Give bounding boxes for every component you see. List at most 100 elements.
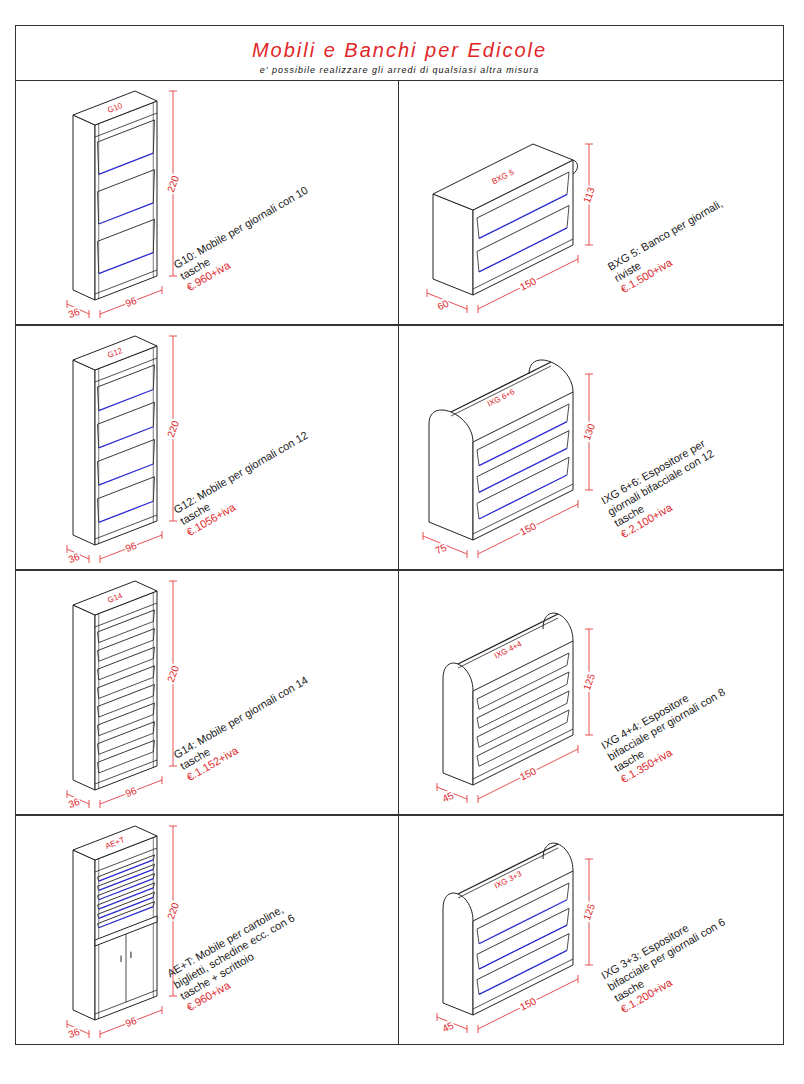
dimension-line: [589, 144, 590, 245]
pocket-back-line: [97, 855, 154, 877]
pocket-back-line: [477, 691, 569, 737]
width-dimension: 150: [517, 765, 539, 783]
dimension-line: [67, 794, 89, 804]
pocket-lip: [479, 194, 567, 238]
pocket-lip: [479, 475, 567, 519]
width-dimension: 96: [123, 540, 139, 555]
pocket-side: [153, 170, 154, 203]
depth-dimension: 75: [433, 541, 450, 557]
pocket-side: [153, 120, 154, 153]
door-handle: [121, 956, 122, 962]
pocket-side: [153, 892, 154, 897]
height-dimension: 125: [581, 671, 598, 692]
dimension-line: [100, 1010, 162, 1034]
pocket-side: [477, 699, 479, 709]
cabinet-plinth: [95, 515, 157, 539]
pocket-side: [567, 908, 569, 925]
pocket-side: [97, 669, 98, 680]
pocket-back-line: [477, 206, 569, 252]
dimension-tick: [100, 800, 101, 808]
description-block: G10: Mobile per giornali con 10 tasche€.…: [172, 174, 340, 294]
pocket-lip: [99, 696, 154, 717]
pocket-side: [153, 666, 154, 678]
product-description: G12: Mobile per giornali con 12 tasche: [172, 419, 334, 528]
pocket-back-line: [97, 402, 154, 424]
description-block: IXG 4+4: Espositore bifacciale per giorn…: [599, 671, 746, 786]
door-handle: [130, 952, 131, 958]
dimension-line: [478, 259, 578, 309]
depth-dimension: 36: [66, 796, 82, 811]
pocket-lip: [99, 677, 154, 698]
pocket-side: [567, 691, 569, 703]
model-code: IXG 6+6: [485, 387, 517, 409]
dimension-line: [437, 1017, 467, 1029]
depth-dimension: 45: [440, 789, 457, 805]
pocket-side: [97, 688, 98, 699]
pocket-side: [153, 629, 154, 641]
pocket-side: [477, 503, 479, 519]
pocket-side: [153, 855, 154, 860]
product-description: AE+T: Mobile per cartoline, biglietti, s…: [165, 883, 333, 1003]
display-side-panel: [443, 893, 473, 1015]
pocket-side: [153, 864, 154, 869]
height-dimension: 125: [581, 901, 598, 922]
dimension-line: [427, 293, 467, 309]
product-cell: G14: Mobile per giornali con 14 tasche€.…: [15, 570, 399, 815]
dimension-tick: [100, 555, 101, 563]
dimension-line: [478, 749, 578, 799]
dimension-tick: [578, 745, 579, 753]
cabinet-frame: [153, 102, 154, 277]
description-block: BXG 5: Banco per giornali, riviste€.1.50…: [606, 192, 747, 296]
cabinet-header: [95, 358, 157, 382]
dimension-tick: [169, 276, 177, 277]
pocket-side: [567, 172, 569, 194]
pocket-back-line: [97, 219, 154, 241]
dimension-line: [67, 549, 89, 559]
product-description: G10: Mobile per giornali con 10 tasche: [172, 174, 334, 283]
pocket-back-line: [477, 653, 569, 699]
pocket-side: [97, 651, 98, 662]
pocket-side: [567, 404, 569, 422]
cabinet-front: [95, 346, 157, 545]
pocket-side: [97, 387, 98, 411]
pocket-side: [153, 647, 154, 659]
pocket-side: [153, 722, 154, 734]
dimension-tick: [437, 1013, 438, 1021]
dimension-tick: [585, 490, 593, 491]
pocket-side: [153, 740, 154, 752]
pocket-side: [153, 684, 154, 696]
depth-dimension: 45: [440, 1019, 457, 1035]
pocket-side: [153, 883, 154, 888]
pocket-side: [153, 610, 154, 622]
dimension-tick: [169, 996, 177, 997]
pocket-lip: [99, 427, 154, 448]
model-code: AE+T: [103, 835, 127, 851]
subtitle-note: e' possibile realizzare gli arredi di qu…: [16, 64, 783, 76]
pocket-side: [567, 457, 569, 475]
dimension-tick: [89, 555, 90, 563]
display-front: [473, 392, 573, 540]
dimension-tick: [89, 310, 90, 318]
pocket-lip: [99, 464, 154, 485]
dimension-tick: [585, 629, 593, 630]
pocket-back-line: [97, 874, 154, 896]
dimension-line: [589, 629, 590, 735]
pocket-lip: [479, 925, 567, 969]
pocket-lip: [479, 900, 567, 944]
display-front: [473, 641, 573, 785]
dimension-tick: [100, 1030, 101, 1038]
pocket-lip: [99, 879, 154, 900]
dimension-tick: [162, 1006, 163, 1014]
header-box: Mobili e Banchi per Edicolee' possibile …: [15, 25, 784, 81]
width-dimension: 96: [123, 295, 139, 310]
dimension-tick: [169, 521, 177, 522]
dimension-tick: [67, 790, 68, 798]
display-side-panel: [443, 663, 473, 785]
pocket-back-line: [477, 710, 569, 756]
pocket-side: [477, 737, 479, 747]
dimension-tick: [162, 776, 163, 784]
pocket-lip: [479, 422, 567, 466]
pocket-side: [97, 886, 98, 890]
display-top-rail: [458, 848, 558, 898]
dimension-tick: [478, 795, 479, 803]
